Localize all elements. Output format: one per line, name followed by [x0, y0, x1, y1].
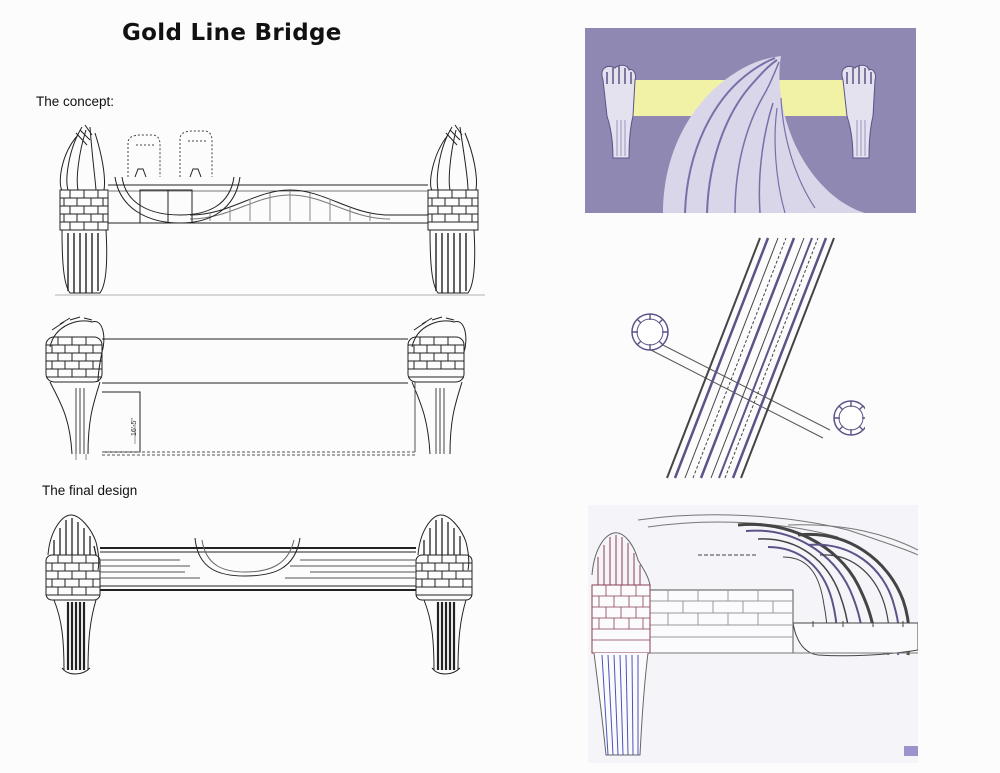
concept-section-drawing: 16'-5" [45, 316, 467, 460]
final-design-label: The final design [42, 483, 138, 498]
final-elevation-drawing [45, 514, 473, 675]
render-perspective-image [585, 28, 916, 213]
plan-view-drawing [625, 230, 865, 480]
page-title: Gold Line Bridge [122, 20, 342, 46]
dimension-note: 16'-5" [131, 418, 138, 436]
concept-elevation-drawing [55, 124, 485, 296]
final-perspective-drawing [588, 505, 918, 763]
concept-label: The concept: [36, 94, 115, 109]
accent-square [904, 746, 918, 756]
